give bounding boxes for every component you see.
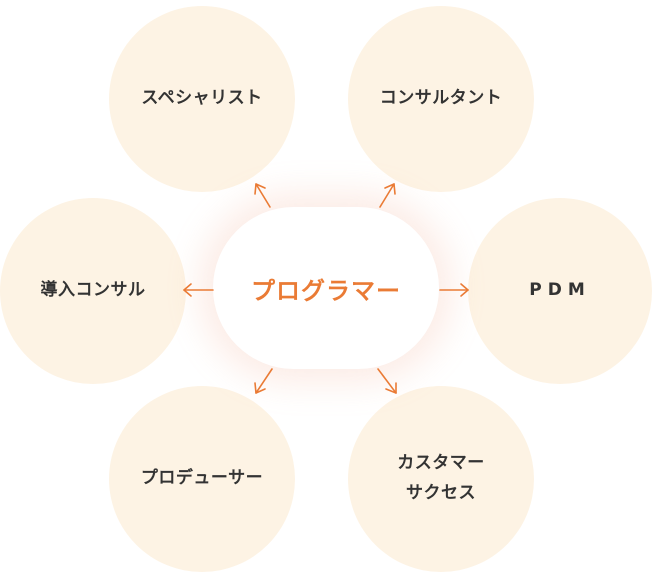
arrow-to-pdm-icon: [439, 283, 469, 297]
node-label-specialist: スペシャリスト: [141, 88, 263, 109]
node-customer-success: カスタマー サクセス: [348, 386, 534, 572]
node-pdm: PDM: [468, 198, 652, 384]
node-label-producer: プロデューサー: [140, 468, 264, 489]
node-specialist: スペシャリスト: [109, 6, 295, 192]
node-consultant: コンサルタント: [348, 6, 534, 192]
node-label-consultant: コンサルタント: [379, 88, 503, 109]
node-label-intro-consultant: 導入コンサル: [40, 280, 146, 301]
arrow-to-customer-success-icon: [377, 368, 397, 394]
node-intro-consultant: 導入コンサル: [0, 198, 186, 384]
center-label: プログラマー: [251, 276, 401, 305]
node-label-pdm: PDM: [529, 280, 591, 301]
arrow-to-intro-consultant-icon: [183, 283, 214, 297]
node-label-customer-success: カスタマー サクセス: [397, 453, 485, 503]
arrow-to-consultant-icon: [379, 183, 396, 208]
arrow-to-producer-icon: [254, 368, 273, 394]
node-producer: プロデューサー: [109, 386, 295, 572]
center-node-programmer: プログラマー: [213, 207, 439, 369]
arrow-to-specialist-icon: [254, 183, 271, 208]
